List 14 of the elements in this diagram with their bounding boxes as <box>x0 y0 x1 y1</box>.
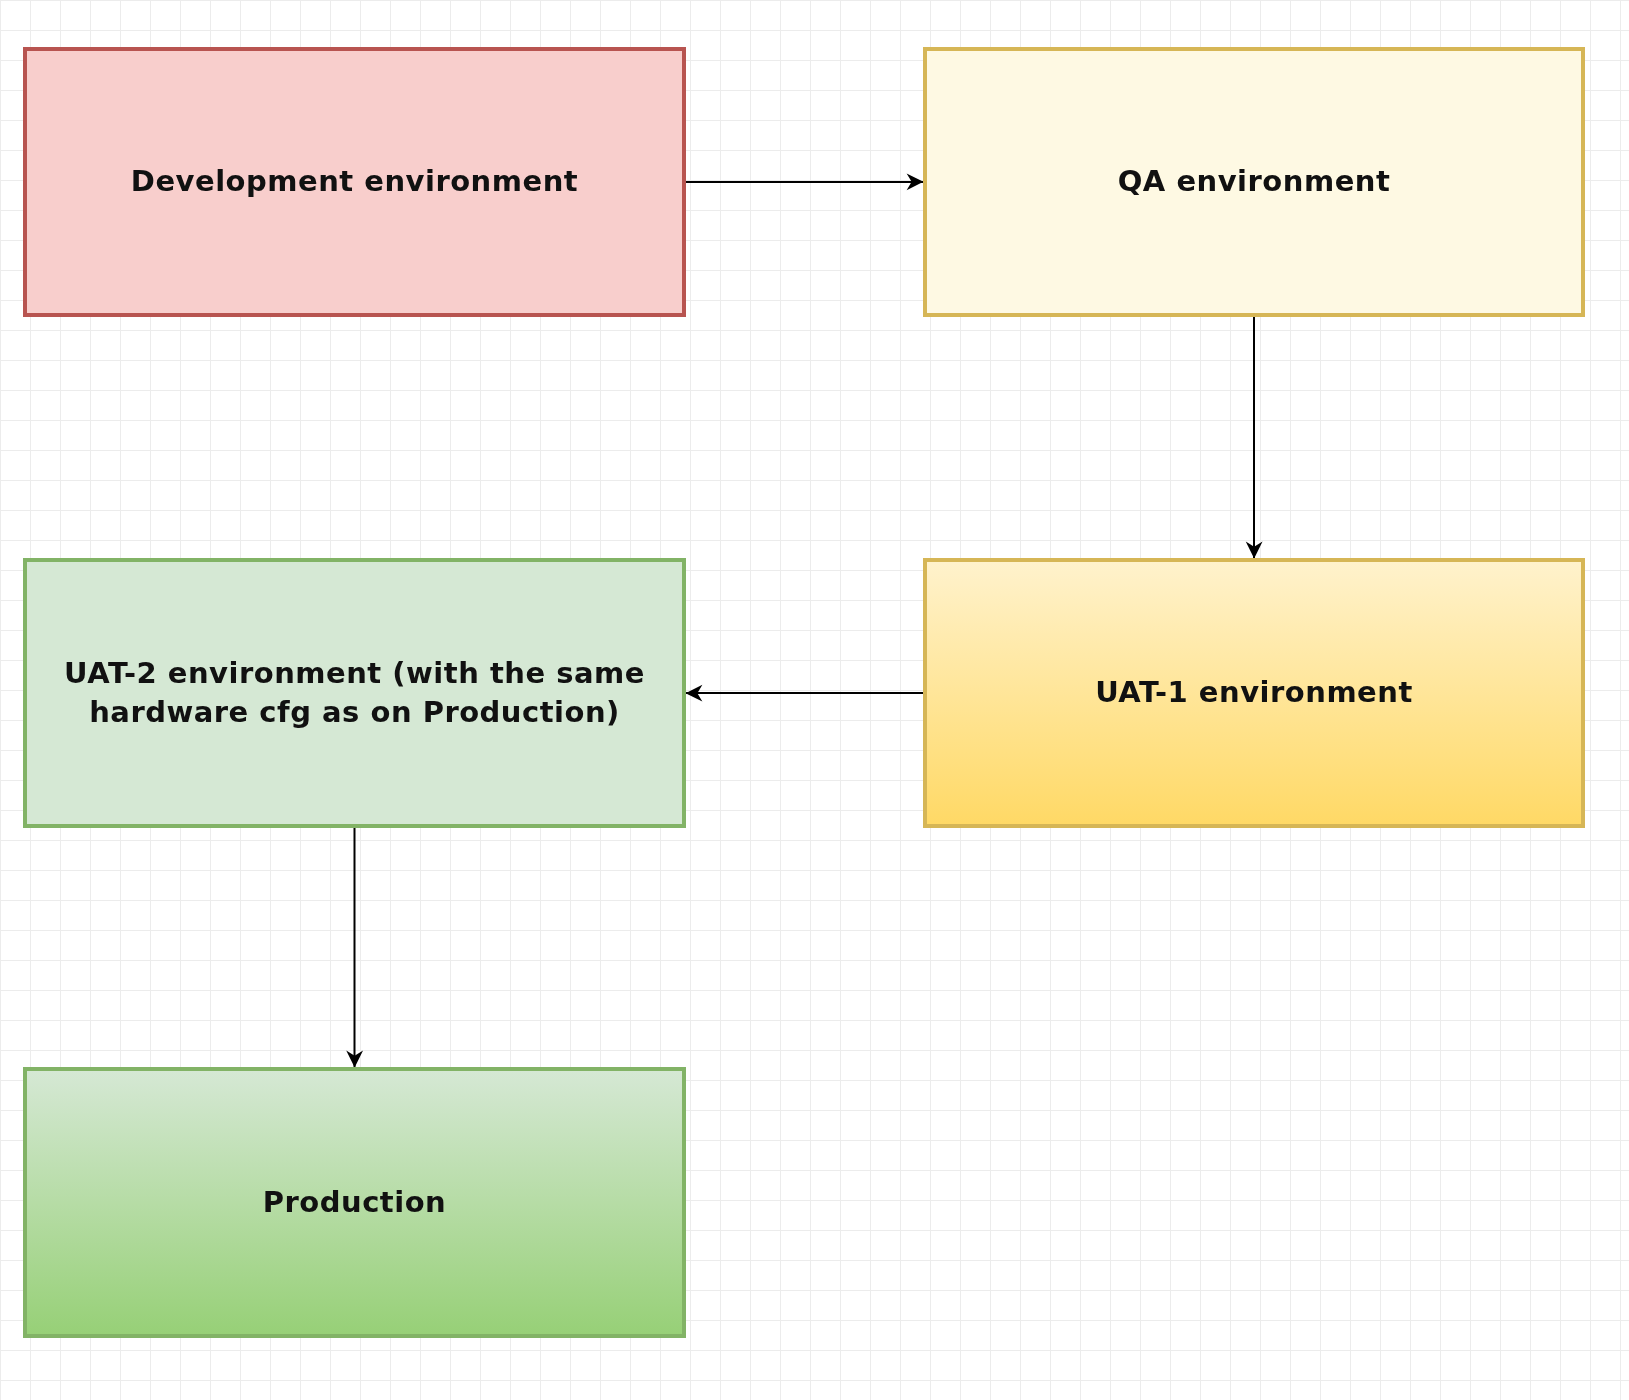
box-label: UAT-1 environment <box>1095 674 1413 712</box>
process-box <box>923 47 1585 317</box>
arrow <box>346 827 364 1068</box>
arrow <box>685 684 924 702</box>
arrow <box>1245 316 1263 559</box>
box-label: UAT-2 environment (with the same hardware cfg as on Production) <box>63 654 646 731</box>
process-box <box>23 1067 686 1338</box>
box-label: Development environment <box>130 163 579 201</box>
box-label: QA environment <box>1117 163 1391 201</box>
process-box <box>923 558 1585 828</box>
process-box <box>23 558 686 828</box>
process-box <box>23 47 686 317</box>
arrow <box>685 173 924 191</box>
box-label: Production <box>262 1183 447 1221</box>
